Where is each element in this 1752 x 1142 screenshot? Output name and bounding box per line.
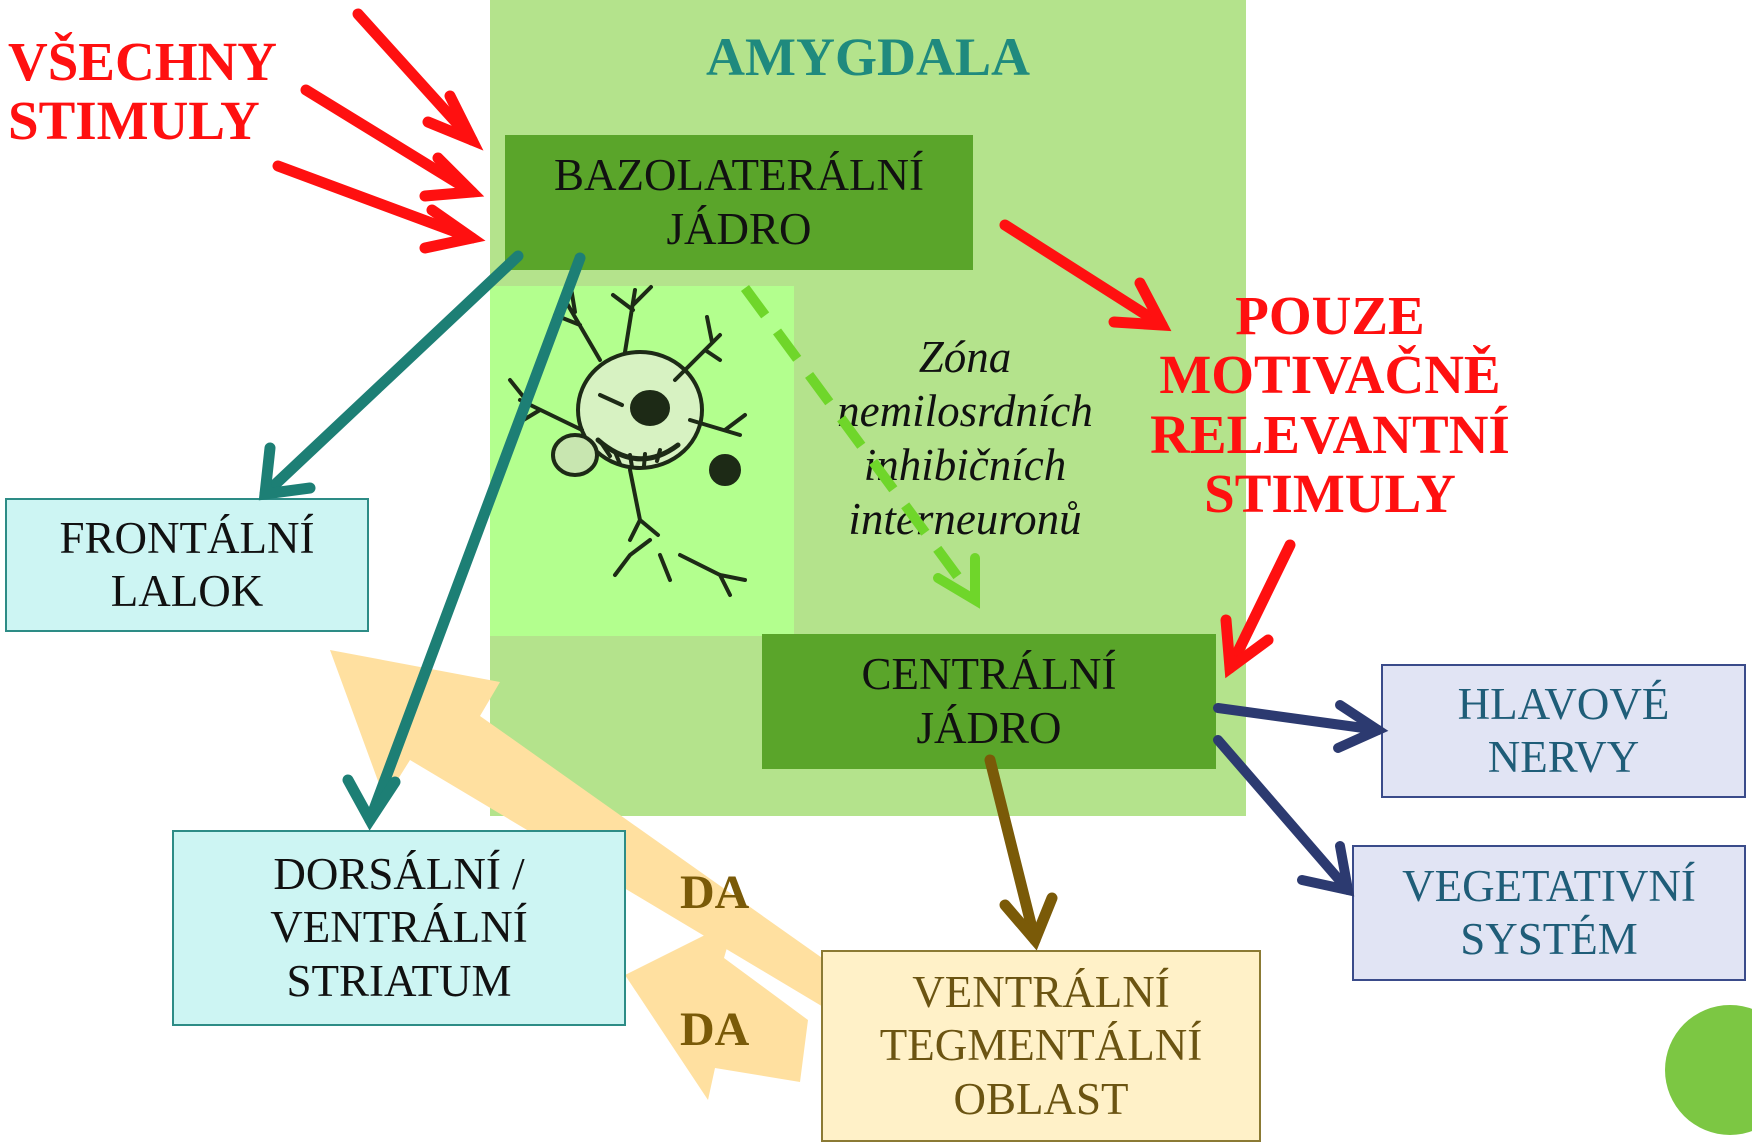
cranial-nerves-box: HLAVOVÉ NERVY	[1381, 664, 1746, 798]
all-stimuli-label: VŠECHNY STIMULY	[8, 32, 277, 151]
red-arrow-1-head	[422, 90, 484, 151]
vegetative-system-line-1: VEGETATIVNÍ	[1402, 860, 1696, 911]
striatum-line-3: STRIATUM	[286, 955, 512, 1006]
relevant-stimuli-line-3: RELEVANTNÍ	[1150, 403, 1510, 465]
red-arrow-1	[352, 8, 478, 146]
inhibitory-dashed-arrow	[740, 285, 980, 609]
all-stimuli-line-1: VŠECHNY	[8, 31, 277, 92]
basolateral-nucleus-line-1: BAZOLATERÁLNÍ	[554, 150, 924, 201]
frontal-lobe-box: FRONTÁLNÍ LALOK	[5, 498, 369, 632]
frontal-lobe-line-2: LALOK	[110, 566, 264, 616]
basolateral-to-relevant-arrow	[999, 219, 1172, 332]
zone-line-3: inhibičních	[863, 440, 1067, 490]
basolateral-to-striatum-arrow	[342, 252, 586, 831]
vta-line-1: VENTRÁLNÍ	[912, 967, 1170, 1018]
central-to-vegetative-arrow	[1213, 735, 1355, 897]
relevant-stimuli-line-4: STIMULY	[1204, 463, 1456, 525]
dopamine-arrow-to-striatum	[625, 920, 808, 1100]
zone-line-1: Zóna	[918, 332, 1012, 382]
central-nucleus-box: CENTRÁLNÍ JÁDRO	[762, 634, 1216, 769]
red-arrow-3-head	[419, 204, 486, 254]
basolateral-nucleus-box: BAZOLATERÁLNÍ JÁDRO	[505, 135, 973, 270]
dopamine-label-upper: DA	[680, 866, 750, 919]
inhibitory-zone-text: Zóna nemilosrdních inhibičních interneur…	[800, 330, 1130, 546]
central-nucleus-line-2: JÁDRO	[916, 702, 1062, 753]
central-nucleus-line-1: CENTRÁLNÍ	[861, 649, 1117, 700]
striatum-line-2: VENTRÁLNÍ	[270, 902, 528, 953]
striatum-box: DORSÁLNÍ / VENTRÁLNÍ STRIATUM	[172, 830, 626, 1026]
basolateral-nucleus-line-2: JÁDRO	[666, 203, 812, 254]
relevant-stimuli-label: POUZE MOTIVAČNĚ RELEVANTNÍ STIMULY	[1130, 286, 1530, 524]
vta-line-2: TEGMENTÁLNÍ	[879, 1020, 1203, 1071]
basolateral-to-frontal-arrow	[258, 250, 524, 501]
zone-line-4: interneuronů	[848, 494, 1082, 544]
ventral-tegmental-area-box: VENTRÁLNÍ TEGMENTÁLNÍ OBLAST	[821, 950, 1261, 1142]
red-arrow-2-head	[419, 152, 485, 202]
amygdala-title: AMYGDALA	[706, 27, 1030, 87]
all-stimuli-arrows	[272, 8, 486, 254]
angry-neuron-cartoon-icon	[508, 280, 747, 597]
relevant-stimuli-line-2: MOTIVAČNĚ	[1159, 344, 1501, 406]
all-stimuli-line-2: STIMULY	[8, 90, 260, 152]
vegetative-system-box: VEGETATIVNÍ SYSTÉM	[1352, 845, 1746, 981]
central-to-vta-arrow	[984, 754, 1058, 951]
frontal-lobe-line-1: FRONTÁLNÍ	[59, 512, 315, 563]
striatum-line-1: DORSÁLNÍ /	[273, 849, 525, 900]
cranial-nerves-line-1: HLAVOVÉ	[1457, 678, 1670, 729]
relevant-stimuli-line-1: POUZE	[1235, 285, 1425, 346]
red-arrow-2	[300, 84, 478, 198]
central-to-cranial-arrow	[1213, 700, 1389, 753]
red-arrow-3	[272, 160, 478, 244]
vegetative-system-line-2: SYSTÉM	[1460, 914, 1638, 964]
cranial-nerves-line-2: NERVY	[1487, 732, 1640, 782]
vta-line-3: OBLAST	[953, 1073, 1129, 1124]
zone-line-2: nemilosrdních	[837, 386, 1093, 436]
dopamine-label-lower: DA	[680, 1003, 750, 1056]
relevant-to-central-arrow	[1220, 539, 1296, 679]
